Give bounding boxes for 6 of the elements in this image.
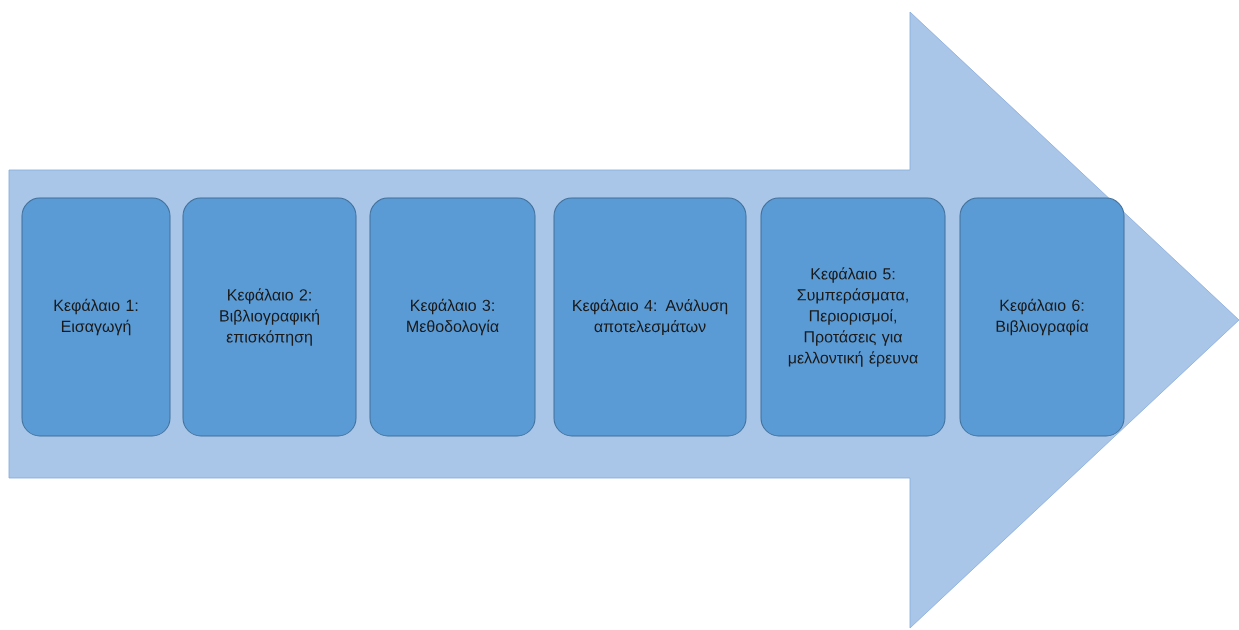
chapter-box: Κεφάλαιο 2: Βιβλιογραφική επισκόπηση — [182, 197, 357, 437]
chapter-box: Κεφάλαιο 4: Ανάλυση αποτελεσμάτων — [553, 197, 747, 437]
chapter-box: Κεφάλαιο 6: Βιβλιογραφία — [959, 197, 1125, 437]
chapter-box: Κεφάλαιο 1: Εισαγωγή — [21, 197, 171, 437]
chapter-box: Κεφάλαιο 3: Μεθοδολογία — [369, 197, 536, 437]
chapter-box: Κεφάλαιο 5: Συμπεράσματα, Περιορισμοί, Προτάσεις για μελλοντική έρευνα — [760, 197, 946, 437]
